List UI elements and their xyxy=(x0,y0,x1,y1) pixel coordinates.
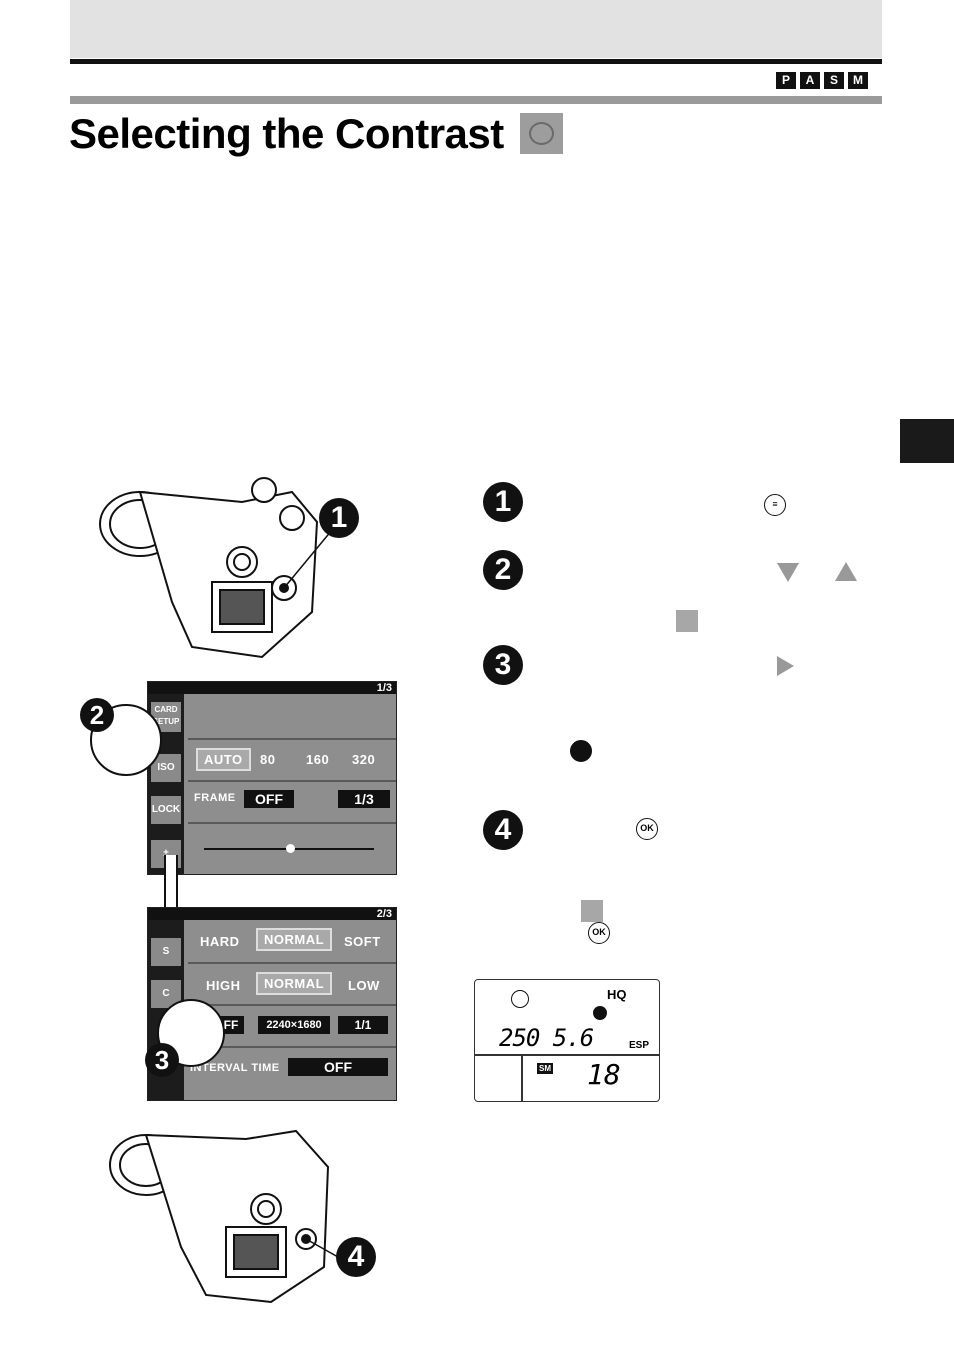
lcd-contrast-icon xyxy=(593,1006,607,1020)
contrast-small-icon xyxy=(676,610,698,632)
exposure-indicator xyxy=(286,844,295,853)
menu-row-contrast: HIGH NORMAL LOW xyxy=(188,964,396,1006)
iso-auto-option[interactable]: AUTO xyxy=(196,748,251,771)
ok-button-icon: OK xyxy=(636,818,658,840)
up-arrow-icon xyxy=(835,562,857,581)
contrast-status-icon xyxy=(570,740,592,762)
menu-page-indicator-2: 2/3 xyxy=(148,908,396,920)
step-2-badge: 2 xyxy=(483,550,523,590)
menu-row-frame: FRAME OFF 1/3 xyxy=(188,782,396,824)
title-rule xyxy=(70,96,882,104)
chapter-tab xyxy=(900,419,954,463)
ratio-value[interactable]: 1/1 xyxy=(338,1016,388,1034)
contrast-low-option[interactable]: LOW xyxy=(348,978,380,993)
menu-row-sharpness: HARD NORMAL SOFT xyxy=(188,922,396,964)
contrast-high-option[interactable]: HIGH xyxy=(206,978,241,993)
interval-label: INTERVAL TIME xyxy=(190,1062,280,1074)
menu-page-indicator: 1/3 xyxy=(148,682,396,694)
resolution-value[interactable]: 2240×1680 xyxy=(258,1016,330,1034)
sharpness-soft-option[interactable]: SOFT xyxy=(344,934,381,949)
sharpness-normal-option[interactable]: NORMAL xyxy=(256,928,333,951)
menu-row-exposure-scale xyxy=(188,824,396,864)
menu-button-icon: ≡ xyxy=(764,494,786,516)
lcd-divider-horizontal xyxy=(475,1054,659,1056)
camera-top-illustration xyxy=(99,477,333,659)
iso-320-option[interactable]: 320 xyxy=(352,752,376,767)
down-arrow-icon xyxy=(777,563,799,582)
menu-tab-column: CARD SETUP ISO LOCK ± xyxy=(148,694,184,874)
step-1-callout: 1 xyxy=(319,498,359,538)
mode-a-icon: A xyxy=(800,72,820,89)
menu-row-iso: AUTO 80 160 320 xyxy=(188,740,396,782)
contrast-note-icon xyxy=(581,900,603,922)
menu-row-interval: INTERVAL TIME OFF xyxy=(188,1048,396,1088)
step-4-callout: 4 xyxy=(336,1237,376,1277)
step-1-badge: 1 xyxy=(483,482,523,522)
tab-sharpness[interactable]: S xyxy=(151,938,181,966)
contrast-icon xyxy=(520,113,563,154)
mode-m-icon: M xyxy=(848,72,868,89)
page-title: Selecting the Contrast xyxy=(69,110,504,157)
comp-value[interactable]: 1/3 xyxy=(338,790,390,808)
frame-label: FRAME xyxy=(194,792,236,804)
flash-off-icon xyxy=(511,990,529,1008)
menu-screen-page-1: 1/3 CARD SETUP ISO LOCK ± AUTO 80 160 32… xyxy=(147,681,397,875)
control-panel-lcd: HQ 250 5.6 ESP SM 18 xyxy=(474,979,660,1102)
iso-80-option[interactable]: 80 xyxy=(260,752,276,767)
right-arrow-icon xyxy=(777,656,794,676)
lcd-sm-badge: SM xyxy=(537,1063,553,1074)
header-rule xyxy=(70,59,882,64)
lcd-shutter-aperture: 250 5.6 xyxy=(499,1024,594,1052)
mode-p-icon: P xyxy=(776,72,796,89)
contrast-normal-option[interactable]: NORMAL xyxy=(256,972,333,995)
sharpness-hard-option[interactable]: HARD xyxy=(200,934,240,949)
step-2-callout: 2 xyxy=(80,698,114,732)
step-4-badge: 4 xyxy=(483,810,523,850)
mode-s-icon: S xyxy=(824,72,844,89)
interval-value[interactable]: OFF xyxy=(288,1058,388,1076)
mode-indicators: P A S M xyxy=(776,72,868,89)
ok-note-icon: OK xyxy=(588,922,610,944)
lcd-divider-vertical xyxy=(521,1054,523,1101)
step-3-callout: 3 xyxy=(145,1043,179,1077)
lcd-frame-count: 18 xyxy=(587,1058,621,1091)
arrow-pad-1 xyxy=(90,704,162,776)
header-band xyxy=(70,0,882,58)
lcd-quality: HQ xyxy=(607,987,627,1002)
tab-lock[interactable]: LOCK xyxy=(151,796,181,824)
frame-value[interactable]: OFF xyxy=(244,790,294,808)
camera-back-illustration xyxy=(109,1129,339,1304)
iso-160-option[interactable]: 160 xyxy=(306,752,330,767)
step-3-badge: 3 xyxy=(483,645,523,685)
menu-row-card xyxy=(188,696,396,740)
lcd-metering: ESP xyxy=(629,1040,650,1051)
menu-row-record: FF 2240×1680 1/1 xyxy=(188,1006,396,1048)
